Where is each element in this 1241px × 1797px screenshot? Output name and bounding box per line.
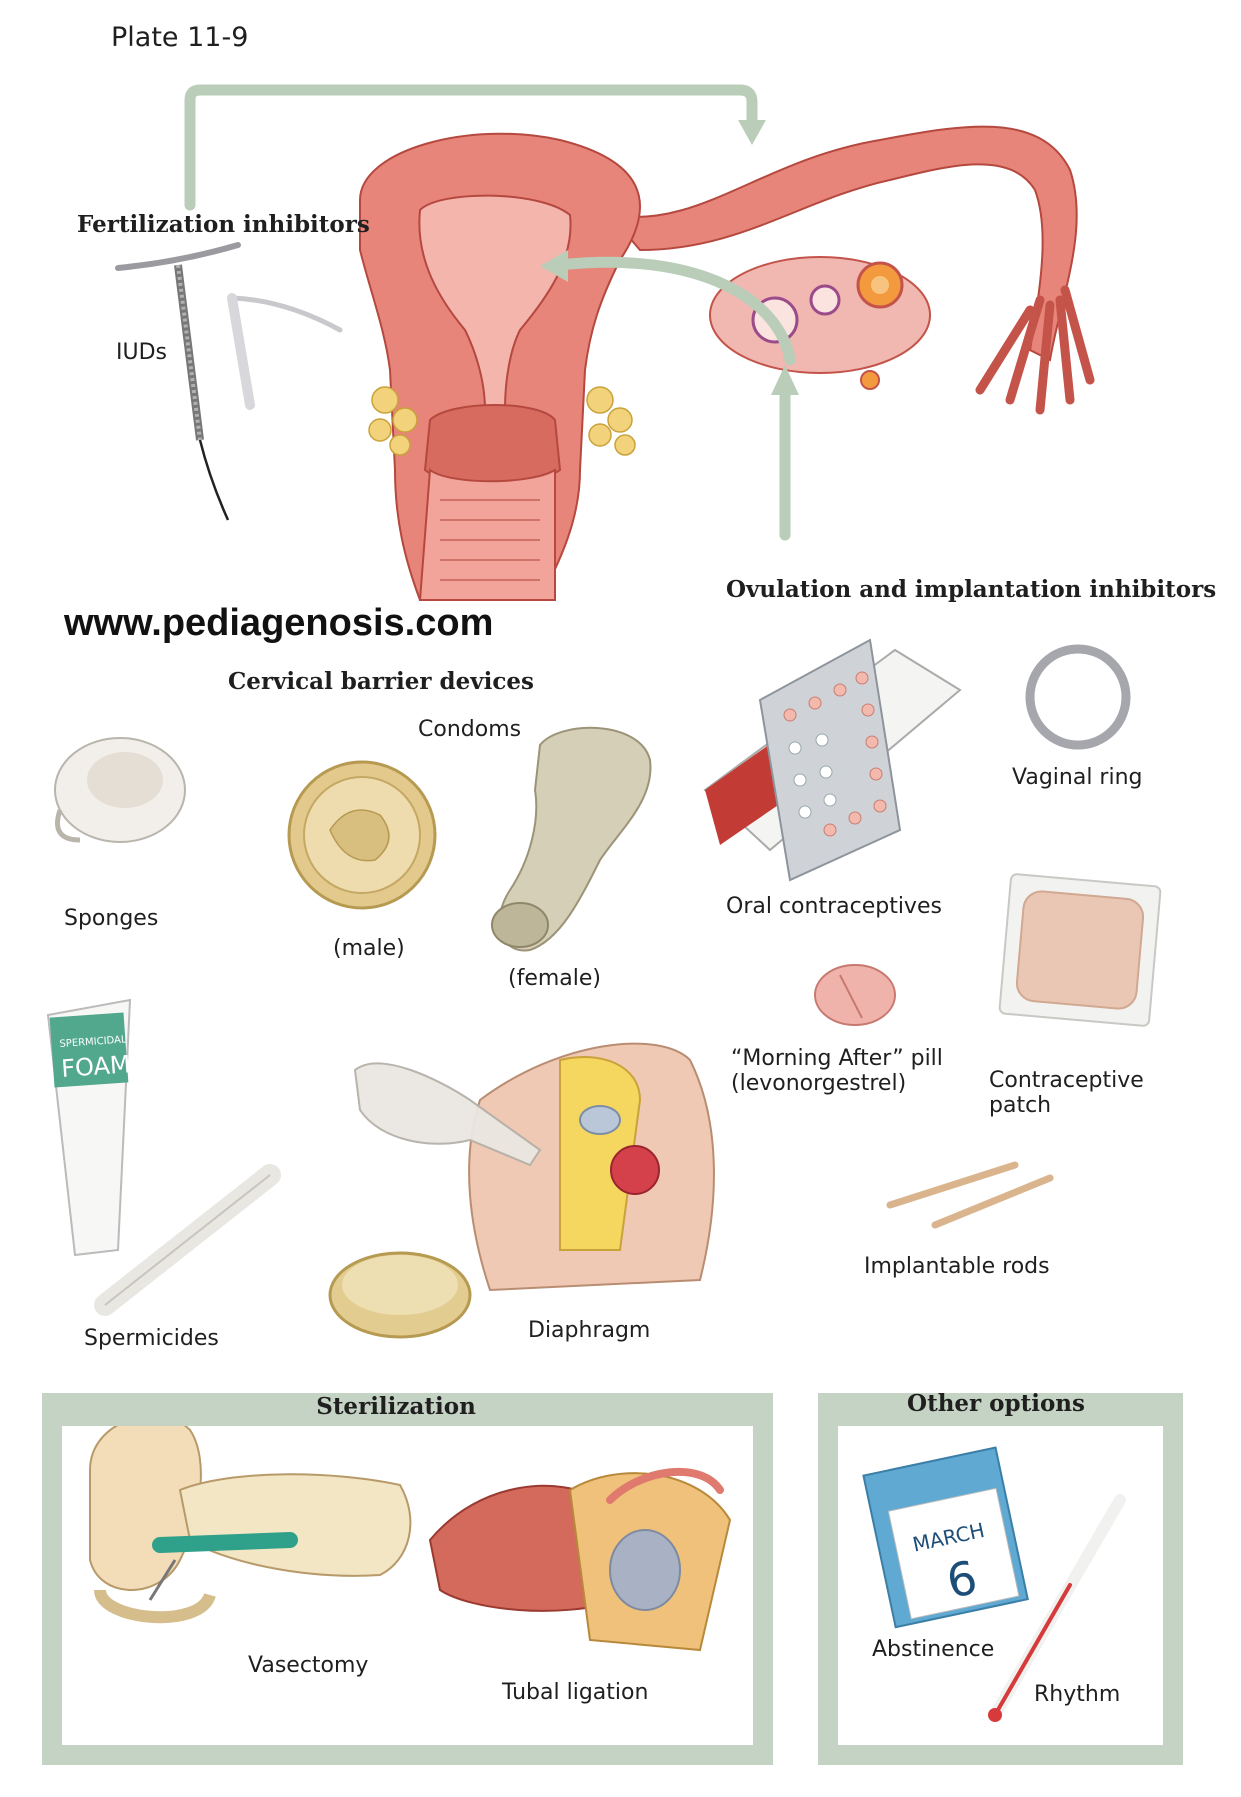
fertilization-arrow — [184, 84, 758, 211]
diaphragm-illustration — [328, 1042, 715, 1339]
spermicides-label: Spermicides — [84, 1326, 219, 1351]
plate-number: Plate 11-9 — [111, 22, 249, 53]
female-condom-illustration — [491, 726, 652, 952]
contraceptive-patch-label: Contraceptive patch — [989, 1068, 1144, 1119]
female-condom-label: (female) — [508, 966, 602, 991]
oral-contraceptives-label: Oral contraceptives — [726, 894, 942, 919]
condoms-label: Condoms — [418, 717, 522, 742]
iuds-label: IUDs — [116, 340, 167, 365]
ovulation-arrow — [554, 256, 796, 366]
sterilization-title: Sterilization — [316, 1393, 476, 1420]
vaginal-ring-illustration — [1025, 644, 1131, 750]
sterilization-panel — [42, 1393, 773, 1765]
morning-after-pill-label: “Morning After” pill (levonorgestrel) — [731, 1046, 943, 1097]
patch-illustration — [998, 873, 1162, 1027]
abstinence-label: Abstinence — [872, 1637, 995, 1662]
male-condom-label: (male) — [333, 936, 405, 961]
implantable-rods-label: Implantable rods — [864, 1254, 1050, 1279]
diaphragm-label: Diaphragm — [528, 1318, 651, 1343]
cervical-barrier-heading: Cervical barrier devices — [228, 668, 534, 695]
morning-after-pill-illustration — [814, 964, 896, 1026]
svg-text:FOAM: FOAM — [60, 1050, 131, 1083]
svg-text:SPERMICIDAL: SPERMICIDAL — [59, 1034, 127, 1050]
arrow-heads — [540, 120, 799, 395]
pill-pack-illustration — [703, 638, 962, 882]
vasectomy-illustration — [89, 1414, 412, 1624]
male-condom-illustration — [287, 760, 437, 910]
vaginal-ring-label: Vaginal ring — [1012, 765, 1143, 790]
fertilization-inhibitors-label: Fertilization inhibitors — [77, 211, 370, 238]
spermicide-illustration: SPERMICIDAL FOAM — [46, 998, 281, 1316]
sponge-illustration — [54, 737, 186, 843]
rhythm-label: Rhythm — [1034, 1682, 1121, 1707]
calendar-illustration: MARCH 6 — [862, 1446, 1029, 1629]
uterus-illustration — [359, 125, 1095, 601]
tubal-ligation-illustration — [428, 1467, 732, 1652]
other-options-title: Other options — [907, 1390, 1085, 1417]
implantable-rods-illustration — [886, 1161, 1054, 1229]
tubal-ligation-label: Tubal ligation — [502, 1680, 649, 1705]
iud-illustration — [115, 242, 343, 521]
watermark-url[interactable]: www.pediagenosis.com — [64, 602, 494, 644]
sponges-label: Sponges — [64, 906, 159, 931]
thermometer-illustration — [988, 1494, 1126, 1722]
mechanism-arrows — [184, 84, 796, 541]
vasectomy-label: Vasectomy — [248, 1653, 369, 1678]
ovulation-inhibitors-label: Ovulation and implantation inhibitors — [726, 576, 1217, 603]
other-options-panel — [818, 1393, 1183, 1765]
